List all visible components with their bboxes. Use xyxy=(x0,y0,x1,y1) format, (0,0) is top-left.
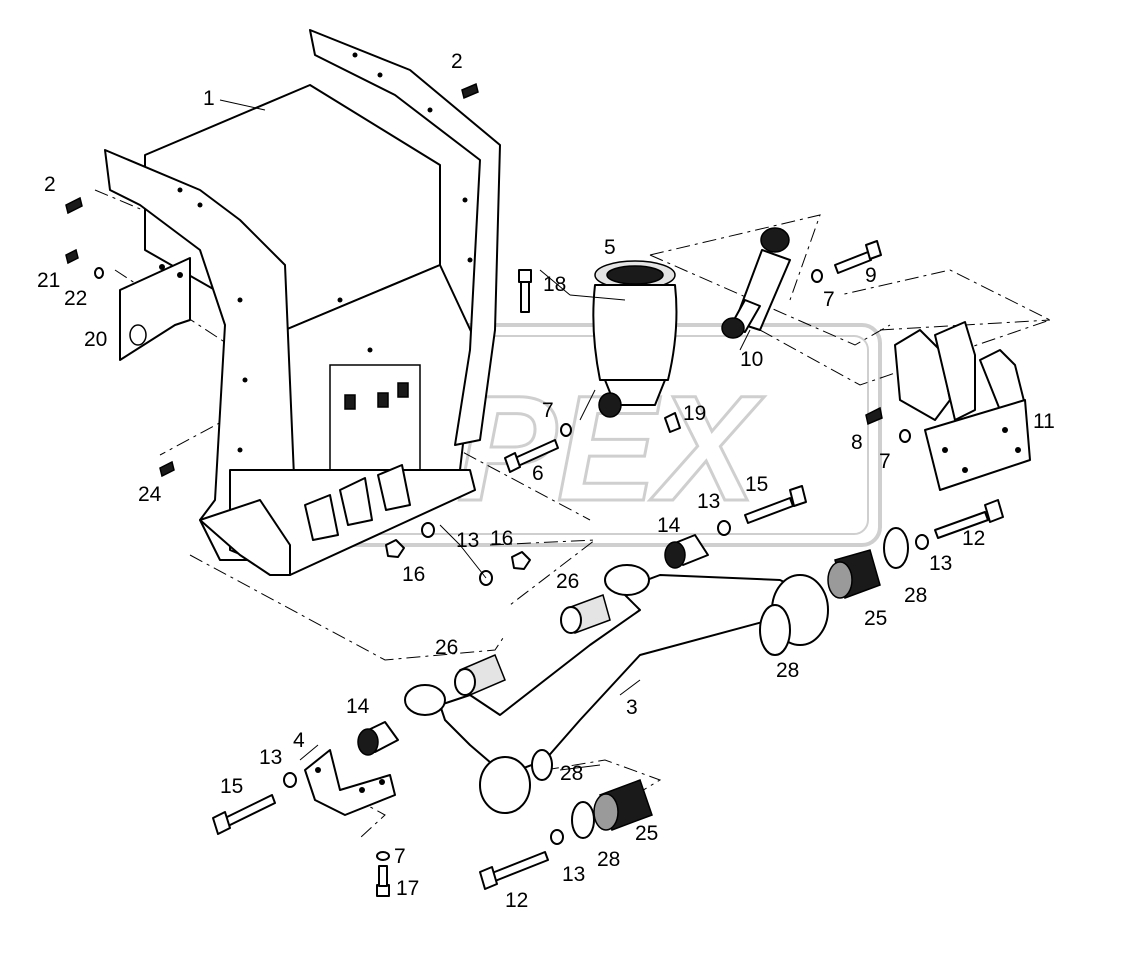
part-28-washer-c xyxy=(571,801,595,839)
small-parts xyxy=(65,82,1004,897)
part-6-bolt xyxy=(504,439,559,473)
part-15-bolt-upper xyxy=(744,485,807,524)
part-10-shock-absorber xyxy=(721,227,791,339)
part-14-bushing-upper xyxy=(664,534,709,569)
part-24-screw xyxy=(159,460,175,478)
callout-7: 7 xyxy=(823,288,835,311)
part-22-washer xyxy=(94,267,104,279)
part-5-air-spring xyxy=(592,260,678,418)
callout-28: 28 xyxy=(560,762,583,785)
callout-28: 28 xyxy=(904,584,927,607)
callout-2: 2 xyxy=(451,50,463,73)
part-16-nut-b xyxy=(511,551,531,570)
callout-13: 13 xyxy=(697,490,720,513)
callout-16: 16 xyxy=(490,527,513,550)
callout-21: 21 xyxy=(37,269,60,292)
callout-24: 24 xyxy=(138,483,162,506)
callout-25: 25 xyxy=(864,607,887,630)
part-13-washer-d xyxy=(915,534,929,550)
part-7-washer-c xyxy=(899,429,911,443)
callout-9: 9 xyxy=(865,264,877,287)
part-28-washer-a xyxy=(759,604,791,656)
part-14-bushing-lower xyxy=(357,721,399,756)
leader-lines xyxy=(219,99,751,771)
callout-labels: 1 2 2 3 4 5 6 7 7 7 7 8 9 10 11 12 12 13… xyxy=(37,50,1055,912)
callout-7: 7 xyxy=(879,450,891,473)
part-13-washer-f xyxy=(550,829,564,845)
part-12-bolt-lower xyxy=(479,851,549,890)
callout-14: 14 xyxy=(657,514,681,537)
part-1-frame-bracket xyxy=(104,29,501,576)
part-26-sleeve-lower xyxy=(454,654,506,696)
part-26-sleeve-upper xyxy=(560,594,611,634)
part-15-bolt-lower xyxy=(212,794,276,835)
callout-5: 5 xyxy=(604,236,616,259)
part-28-washer-d xyxy=(531,749,553,781)
part-12-bolt-upper xyxy=(934,499,1004,539)
part-7-washer-a xyxy=(560,423,572,437)
callout-1: 1 xyxy=(203,87,215,110)
callout-11: 11 xyxy=(1033,410,1055,433)
part-4-bracket xyxy=(304,749,396,816)
callout-26: 26 xyxy=(435,636,458,659)
callout-3: 3 xyxy=(626,696,638,719)
part-2-screw-a xyxy=(461,82,479,100)
part-2-screw-b xyxy=(65,196,83,215)
callout-17: 17 xyxy=(396,877,419,900)
callout-19: 19 xyxy=(683,402,706,425)
part-13-washer-a xyxy=(421,522,435,538)
callout-22: 22 xyxy=(64,287,87,310)
part-7-washer-d xyxy=(376,851,390,861)
part-19-pin xyxy=(664,412,681,433)
callout-13: 13 xyxy=(562,863,585,886)
callout-6: 6 xyxy=(532,462,544,485)
callout-7: 7 xyxy=(394,845,406,868)
callout-4: 4 xyxy=(293,729,305,752)
part-7-washer-b xyxy=(811,269,823,283)
callout-13: 13 xyxy=(259,746,282,769)
callout-28: 28 xyxy=(597,848,620,871)
callout-18: 18 xyxy=(543,273,566,296)
part-25-rubber-bushing-upper xyxy=(827,549,881,599)
part-9-bolt xyxy=(834,240,882,274)
callout-10: 10 xyxy=(740,348,763,371)
callout-13: 13 xyxy=(929,552,952,575)
callout-2: 2 xyxy=(44,173,56,196)
callout-16: 16 xyxy=(402,563,425,586)
part-16-nut-a xyxy=(385,539,405,558)
callout-7: 7 xyxy=(542,399,554,422)
callout-26: 26 xyxy=(556,570,579,593)
callout-15: 15 xyxy=(220,775,243,798)
callout-28: 28 xyxy=(776,659,799,682)
part-20-plate xyxy=(119,257,191,361)
callout-12: 12 xyxy=(505,889,528,912)
part-13-washer-e xyxy=(283,772,297,788)
part-21-screw xyxy=(65,248,79,265)
callout-13: 13 xyxy=(456,529,479,552)
part-18-bolt xyxy=(518,269,532,313)
callout-8: 8 xyxy=(851,431,863,454)
part-17-bolt xyxy=(376,865,390,897)
callout-25: 25 xyxy=(635,822,658,845)
part-25-rubber-bushing-lower xyxy=(593,779,653,831)
callout-14: 14 xyxy=(346,695,370,718)
callout-20: 20 xyxy=(84,328,107,351)
part-8-screw xyxy=(865,406,883,426)
part-11-bracket xyxy=(894,321,1031,491)
callout-15: 15 xyxy=(745,473,768,496)
part-28-washer-b xyxy=(883,527,909,569)
part-13-washer-c xyxy=(717,520,731,536)
callout-12: 12 xyxy=(962,527,985,550)
